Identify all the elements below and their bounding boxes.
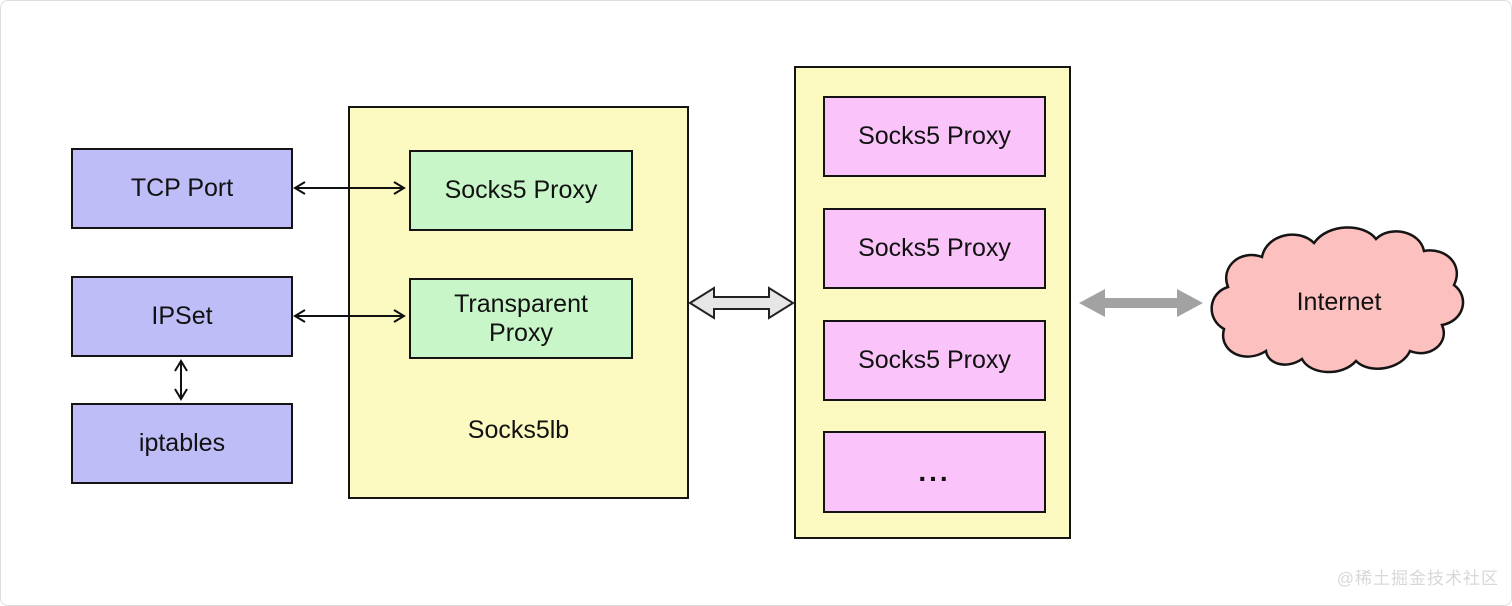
arrow-socks5lb-pool <box>688 286 795 320</box>
watermark: @稀土掘金技术社区 <box>1336 569 1499 588</box>
arrow-tcpport-socks5proxy <box>293 181 406 195</box>
node-pool-socks5-proxy-2-label: Socks5 Proxy <box>858 234 1011 263</box>
group-socks5lb: Socks5 Proxy Transparent Proxy Socks5lb <box>348 106 689 499</box>
node-transparent-proxy-label: Transparent Proxy <box>454 289 588 347</box>
node-socks5-proxy-label: Socks5 Proxy <box>444 176 598 205</box>
group-socks5lb-title: Socks5lb <box>467 416 570 444</box>
internet-cloud-shape <box>1210 226 1465 374</box>
node-ipset: IPSet <box>71 276 293 357</box>
node-tcp-port-label: TCP Port <box>130 174 234 203</box>
node-pool-ellipsis: ... <box>823 431 1046 513</box>
node-pool-socks5-proxy-2: Socks5 Proxy <box>823 208 1046 289</box>
node-transparent-proxy: Transparent Proxy <box>409 278 633 359</box>
node-socks5-proxy: Socks5 Proxy <box>409 150 633 231</box>
cloud-icon <box>1210 226 1465 374</box>
node-pool-socks5-proxy-1-label: Socks5 Proxy <box>858 122 1011 151</box>
node-tcp-port: TCP Port <box>71 148 293 229</box>
node-pool-socks5-proxy-1: Socks5 Proxy <box>823 96 1046 177</box>
node-ipset-label: IPSet <box>151 302 213 331</box>
node-pool-ellipsis-label: ... <box>918 455 951 487</box>
arrow-ipset-iptables <box>174 359 188 401</box>
node-iptables-label: iptables <box>138 429 226 458</box>
node-pool-socks5-proxy-3-label: Socks5 Proxy <box>858 346 1011 375</box>
group-proxy-pool: Socks5 Proxy Socks5 Proxy Socks5 Proxy .… <box>794 66 1071 539</box>
arrow-ipset-transparentproxy <box>293 309 406 323</box>
node-iptables: iptables <box>71 403 293 484</box>
node-pool-socks5-proxy-3: Socks5 Proxy <box>823 320 1046 401</box>
arrow-pool-internet <box>1079 289 1203 317</box>
